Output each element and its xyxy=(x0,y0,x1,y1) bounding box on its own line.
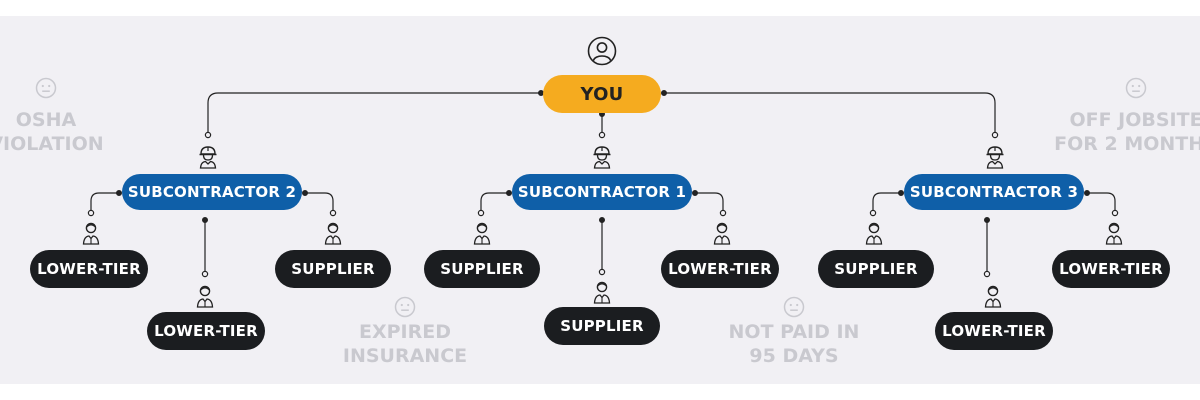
note-off-jobsite: OFF JOBSITE FOR 2 MONTHS xyxy=(1046,77,1200,156)
connector-dot xyxy=(598,217,605,224)
connector-dot xyxy=(869,209,877,217)
neutral-face-icon xyxy=(394,296,416,324)
connector-dot xyxy=(983,270,991,278)
leaf-node: LOWER-TIER xyxy=(30,250,148,288)
neutral-face-icon xyxy=(35,77,57,105)
worker-icon xyxy=(983,284,1003,313)
connector-dot xyxy=(302,190,309,197)
leaf-node: LOWER-TIER xyxy=(661,250,779,288)
user-circle-icon xyxy=(587,36,617,71)
connector-line xyxy=(662,92,996,133)
worker-icon xyxy=(472,221,492,250)
connector-line xyxy=(306,192,334,211)
connector-dot xyxy=(115,190,122,197)
leaf-node: SUPPLIER xyxy=(818,250,934,288)
note-line-2: 95 DAYS xyxy=(749,345,839,367)
hard-hat-worker-icon xyxy=(197,145,219,174)
note-line-2: FOR 2 MONTHS xyxy=(1054,133,1200,155)
connector-line xyxy=(1088,192,1116,211)
note-line-1: EXPIRED xyxy=(358,321,451,343)
note-line-2: INSURANCE xyxy=(342,345,468,367)
connector-dot xyxy=(1083,190,1090,197)
worker-icon xyxy=(592,280,612,309)
connector-dot xyxy=(991,131,999,139)
subcontractor-3-node: SUBCONTRACTOR 3 xyxy=(904,174,1084,210)
subcontractor-1-node: SUBCONTRACTOR 1 xyxy=(512,174,692,210)
root-node-you: YOU xyxy=(543,75,661,113)
leaf-node: SUPPLIER xyxy=(424,250,540,288)
connector-line xyxy=(480,192,508,211)
leaf-node: SUPPLIER xyxy=(275,250,391,288)
connector-dot xyxy=(897,190,904,197)
org-diagram: YOU SUBCONTRACTOR 2 SUBCONTRACTOR 1 SUBC… xyxy=(0,16,1200,384)
connector-dot xyxy=(719,209,727,217)
leaf-node: SUPPLIER xyxy=(544,307,660,345)
connector-dot xyxy=(1111,209,1119,217)
leaf-node: LOWER-TIER xyxy=(147,312,265,350)
connector-dot xyxy=(204,131,212,139)
connector-dot xyxy=(202,217,209,224)
connector-dot xyxy=(598,268,606,276)
neutral-face-icon xyxy=(1125,77,1147,105)
connector-dot xyxy=(329,209,337,217)
connector-dot xyxy=(660,89,667,96)
hard-hat-worker-icon xyxy=(984,145,1006,174)
hard-hat-worker-icon xyxy=(591,145,613,174)
note-line-1: OSHA xyxy=(15,109,77,131)
connector-dot xyxy=(506,190,513,197)
note-line-2: VIOLATION xyxy=(0,133,104,155)
worker-icon xyxy=(323,221,343,250)
connector-dot xyxy=(87,209,95,217)
worker-icon xyxy=(1104,221,1124,250)
note-osha-violation: OSHA VIOLATION xyxy=(0,77,136,156)
connector-line xyxy=(90,192,118,211)
connector-lines xyxy=(87,89,1119,278)
note-expired-insurance: EXPIRED INSURANCE xyxy=(315,296,495,368)
connector-line xyxy=(872,192,900,211)
worker-icon xyxy=(712,221,732,250)
leaf-node: LOWER-TIER xyxy=(935,312,1053,350)
connector-line xyxy=(696,192,724,211)
note-not-paid: NOT PAID IN 95 DAYS xyxy=(704,296,884,368)
worker-icon xyxy=(81,221,101,250)
worker-icon xyxy=(864,221,884,250)
leaf-node: LOWER-TIER xyxy=(1052,250,1170,288)
connector-line xyxy=(207,92,544,133)
note-line-1: NOT PAID IN xyxy=(728,321,860,343)
worker-icon xyxy=(195,284,215,313)
connector-dot xyxy=(983,217,990,224)
connector-dot xyxy=(201,270,209,278)
neutral-face-icon xyxy=(783,296,805,324)
note-line-1: OFF JOBSITE xyxy=(1069,109,1200,131)
subcontractor-2-node: SUBCONTRACTOR 2 xyxy=(122,174,302,210)
connector-dot xyxy=(477,209,485,217)
connector-dot xyxy=(598,131,606,139)
connector-dot xyxy=(691,190,698,197)
